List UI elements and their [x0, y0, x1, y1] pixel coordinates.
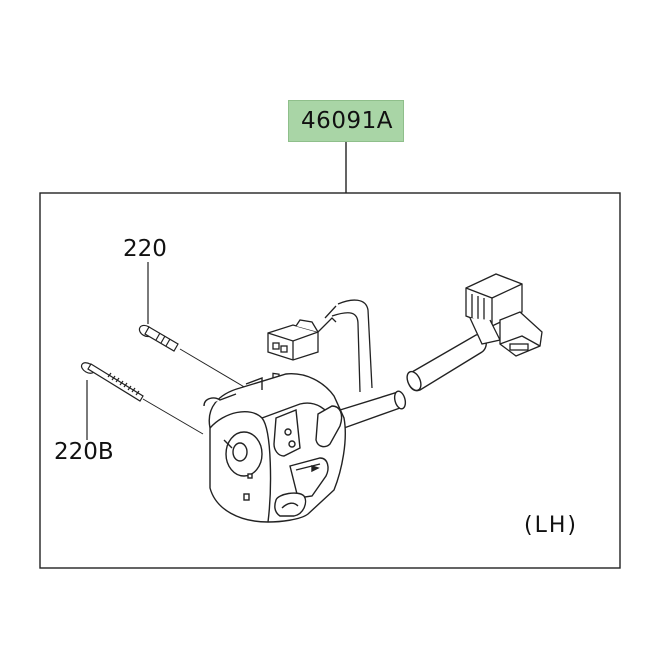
screw-long-label: 220B — [54, 439, 114, 465]
screw-short-label: 220 — [123, 236, 167, 262]
screw-220 — [138, 324, 179, 352]
side-label: (LH) — [524, 513, 578, 538]
large-connector — [465, 273, 543, 357]
screw-220b — [80, 362, 144, 402]
assembly-frame — [39, 192, 621, 569]
handlebar-tube — [339, 390, 407, 429]
small-connector — [267, 317, 337, 380]
wire-harness — [324, 299, 373, 393]
screw-220b-axis — [142, 398, 204, 435]
main-part-callout: 46091A — [288, 100, 404, 142]
screw-220-axis — [179, 348, 247, 389]
switch-housing — [203, 373, 346, 523]
main-part-number: 46091A — [301, 108, 393, 134]
cable-sleeve — [406, 333, 487, 392]
